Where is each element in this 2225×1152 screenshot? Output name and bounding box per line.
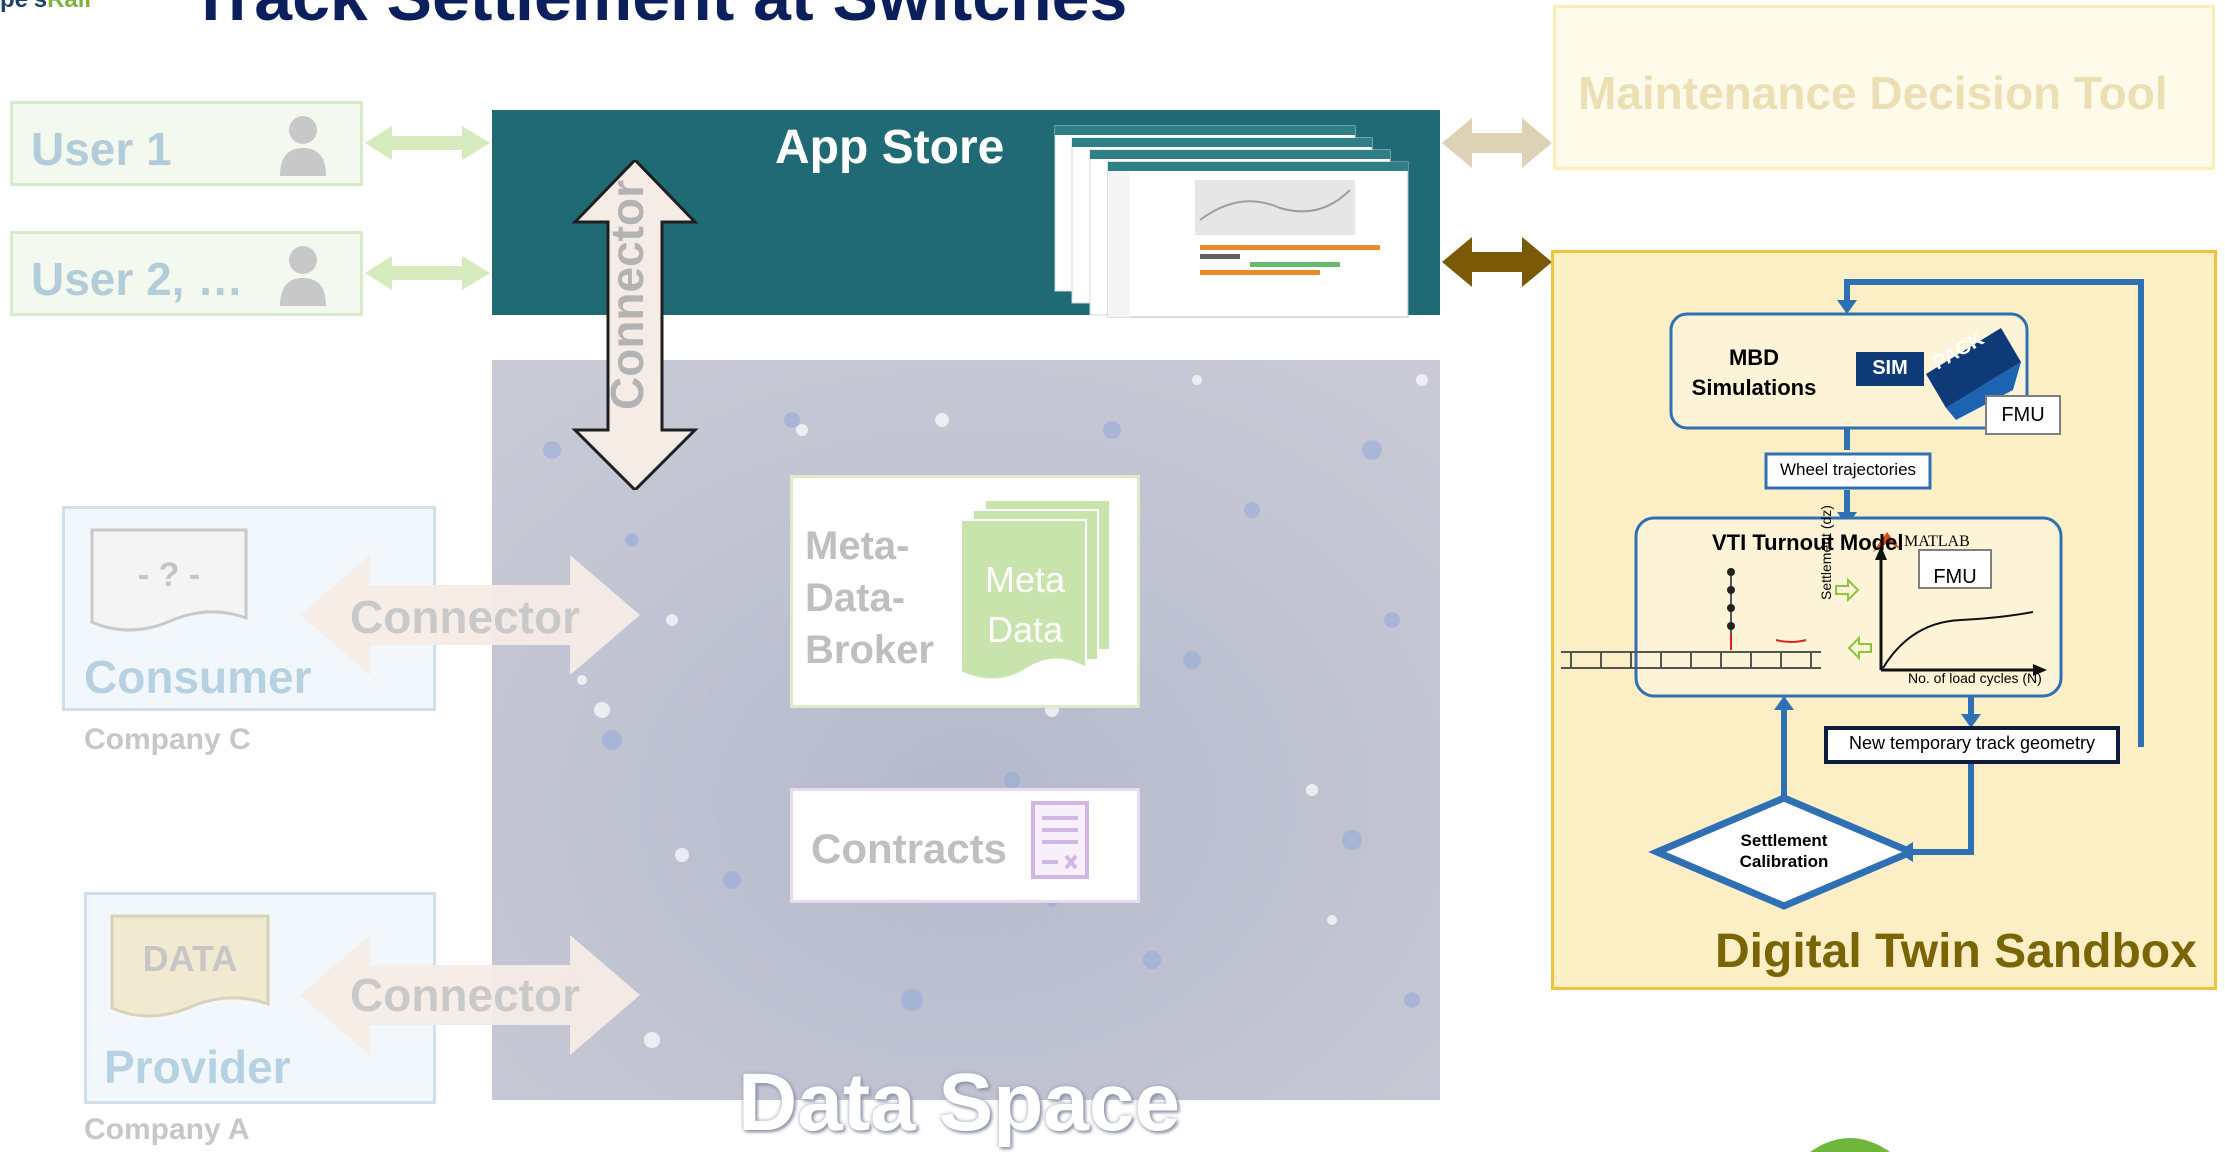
simpack-logo [1856,328,2021,420]
maintenance-decision-tool-label: Maintenance Decision Tool [1578,67,2168,119]
logo: pe'sRail [0,0,91,14]
matlab-label: MATLAB [1904,533,1970,550]
chart-x-label: No. of load cycles (N) [1908,670,2042,686]
metadata-document-text: Meta Data [984,559,1066,650]
app-screenshots-thumbnail [1054,125,1409,318]
page-title: Track Settlement at Switches [190,0,1127,36]
wheel-trajectories-box [1764,452,1932,490]
consumer-document-text: - ? - [137,556,201,594]
user-2-box[interactable]: User 2, … [10,231,363,316]
app-store-label: App Store [775,121,1005,174]
mbd-fmu-box [1985,395,2061,435]
vertical-connector-label: Connector [601,180,653,410]
consumer-connector-arrow[interactable] [300,555,640,675]
consumer-company: Company C [84,723,251,756]
provider-document-icon [110,914,270,1018]
vti-fmu-label: FMU [1933,566,1977,588]
provider-connector-label: Connector [350,969,580,1021]
maintenance-tool-arrow [1442,118,1552,168]
maintenance-decision-tool-box[interactable]: Maintenance Decision Tool [1553,5,2215,170]
user-1-box[interactable]: User 1 [10,101,363,186]
contract-icon [1031,801,1089,879]
meta-data-broker-label: Meta- Data- Broker [805,524,934,672]
data-space-label: Data Space [738,1057,1181,1148]
matlab-icon [1873,532,1901,552]
provider-label: Provider [104,1041,291,1093]
user-1-arrow [365,126,490,160]
chart-y-label: Settlement (dz) [1818,505,1834,600]
digital-twin-arrow [1442,237,1552,287]
provider-company: Company A [84,1113,250,1146]
consumer-label: Consumer [84,651,312,703]
calibration-label: Settlement Calibration [1739,831,1829,871]
vti-fmu-box [1918,549,1992,589]
mbd-box [1669,312,2029,430]
settlement-chart [1875,546,2047,676]
green-circle-accent [1810,1138,1890,1152]
digital-twin-sandbox-label: Digital Twin Sandbox [1715,925,2197,978]
mbd-fmu-label: FMU [2001,404,2045,426]
user-2-arrow [365,256,490,290]
mbd-label: MBD Simulations [1691,345,1817,400]
person-icon [280,116,326,176]
new-geometry-box [1824,726,2120,764]
contracts-label: Contracts [811,825,1008,872]
person-icon [280,246,326,306]
user-1-label: User 1 [31,123,172,175]
vti-title: VTI Turnout Model [1712,530,1904,555]
digital-twin-flow-diagram [1561,279,2144,910]
provider-connector-arrow[interactable] [300,935,640,1055]
vertical-connector-arrow[interactable] [570,160,700,490]
new-geometry-label: New temporary track geometry [1848,733,2096,753]
wheel-trajectories-label: Wheel trajectories [1779,460,1917,479]
user-2-label: User 2, … [31,253,244,305]
metadata-document-icon [960,500,1111,681]
simpack-sim-text: SIM [1872,357,1908,379]
consumer-connector-label: Connector [350,591,580,643]
consumer-document-icon [90,528,248,632]
provider-document-text: DATA [142,938,238,979]
calibration-diamond [1648,794,1920,910]
